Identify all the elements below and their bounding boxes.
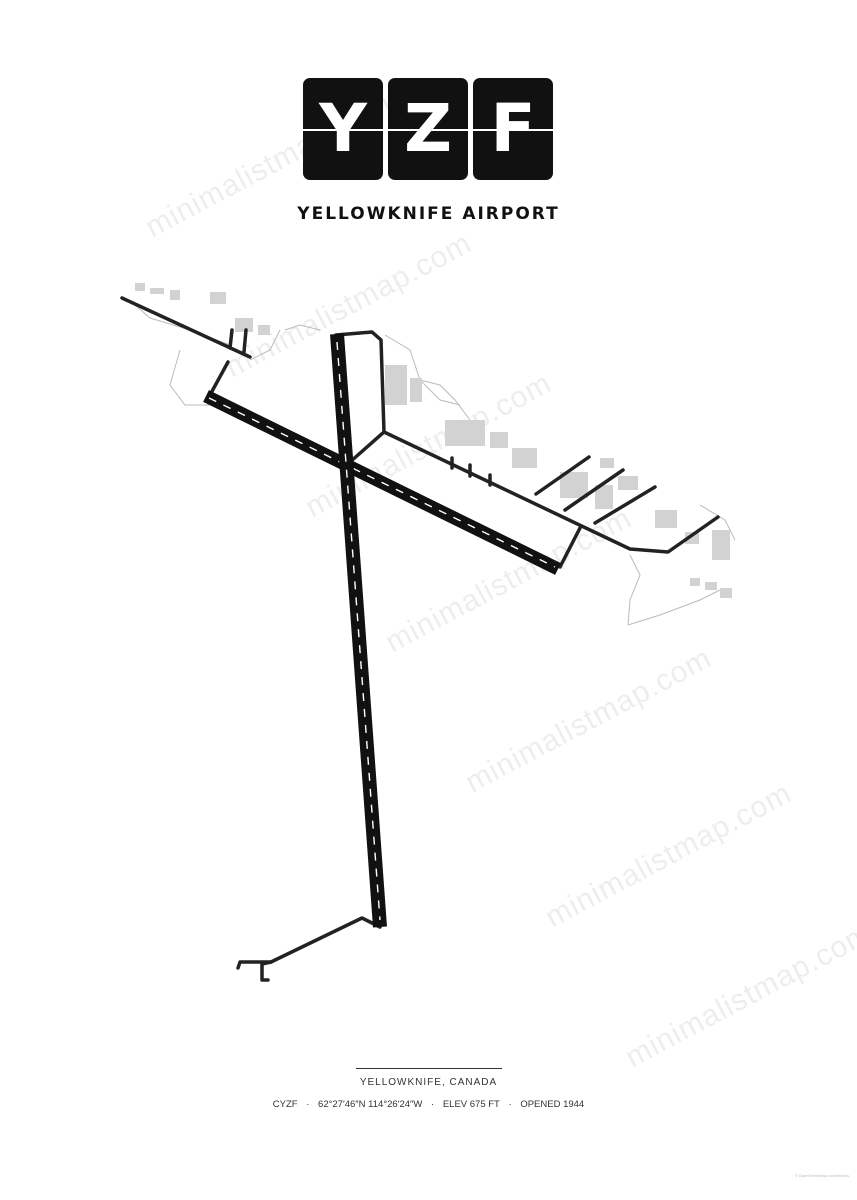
location-text: YELLOWKNIFE, CANADA [359,1077,498,1088]
opened-year: OPENED 1944 [520,1099,585,1110]
divider-rule [356,1068,502,1069]
airport-code-display: Y Z F [303,78,553,180]
code-flap: F [473,78,553,180]
map-credit: © OpenStreetMap contributors [794,1173,849,1178]
runway-diagonal [203,390,561,575]
taxiways [120,296,720,982]
roads [121,297,736,626]
separator: · [508,1099,512,1110]
code-letter: F [490,90,536,167]
runway-vertical [330,333,387,928]
separator: · [306,1099,310,1110]
code-flap: Z [388,78,468,180]
coordinates: 62°27′46″N 114°26′24″W [318,1099,423,1110]
elevation: ELEV 675 FT [442,1099,500,1110]
code-letter: Y [319,90,367,167]
airport-details: CYZF · 62°27′46″N 114°26′24″W · ELEV 675… [0,1099,857,1110]
code-letter: Z [404,90,452,167]
flap-divider [303,129,383,131]
icao-code: CYZF [272,1099,298,1110]
airport-name: YELLOWKNIFE AIRPORT [297,204,560,224]
flap-divider [473,129,553,131]
separator: · [431,1099,435,1110]
buildings [135,283,732,598]
code-flap: Y [303,78,383,180]
flap-divider [388,129,468,131]
